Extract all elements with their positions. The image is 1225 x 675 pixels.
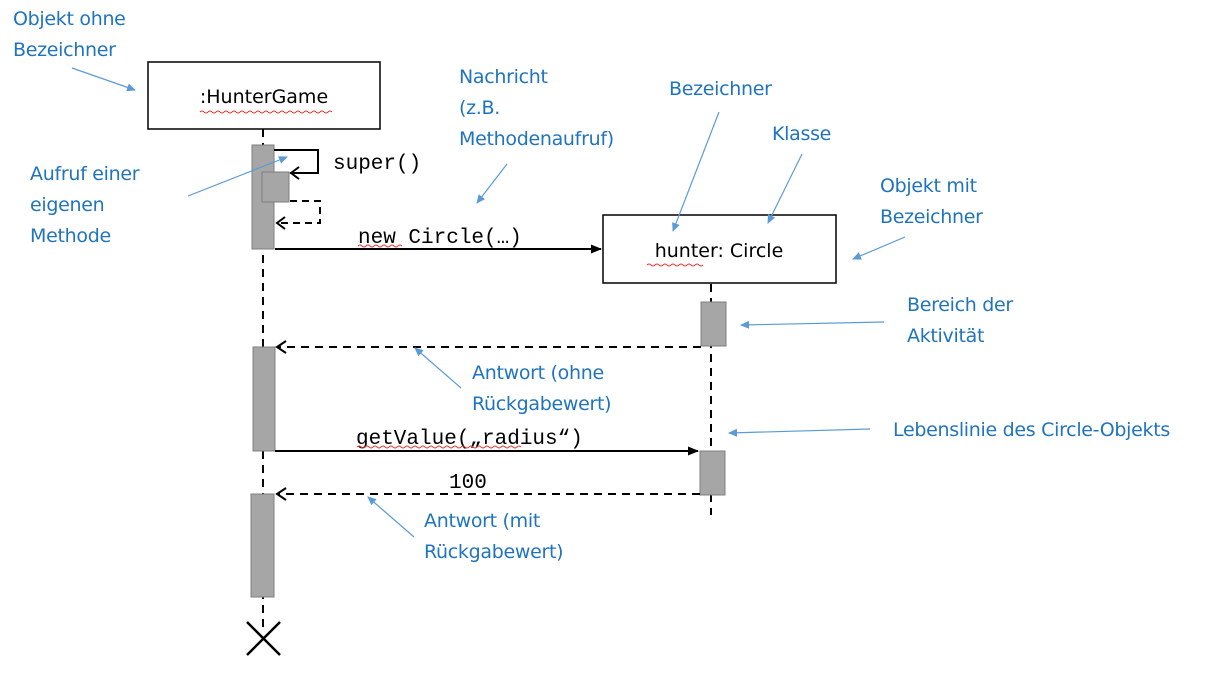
annotation-lebenslinie: Lebenslinie des Circle-Objekts <box>893 419 1171 441</box>
annotation-arrow <box>767 153 803 224</box>
message-new-circle-label: new Circle(…) <box>358 227 522 250</box>
annotation-arrow <box>414 347 462 389</box>
activation-bar <box>700 301 727 347</box>
annotation-arrow <box>367 496 415 538</box>
annotation-antwort-ohne-rueckgabewert: Antwort (ohne Rückgabewert) <box>472 362 612 415</box>
annotation-arrow <box>740 320 885 329</box>
return-arrowhead <box>275 340 287 354</box>
spellcheck-underline <box>356 445 522 449</box>
annotation-arrow <box>728 428 871 437</box>
annotation-objekt-mit-bezeichner: Objekt mit Bezeichner <box>880 175 983 228</box>
object-hunter-circle-label: hunter: Circle <box>655 240 784 262</box>
annotation-aufruf-eigene-methode: Aufruf einer eigenen Methode <box>30 163 140 247</box>
annotation-objekt-ohne-bezeichner: Objekt ohne Bezeichner <box>13 8 126 61</box>
object-huntergame[interactable]: :HunterGame <box>147 61 381 130</box>
activation-bar <box>699 450 726 496</box>
annotation-nachricht: Nachricht (z.B. Methodenaufruf) <box>459 66 614 150</box>
object-huntergame-label: :HunterGame <box>200 86 328 108</box>
message-getvalue-label: getValue(„radius“) <box>356 428 583 451</box>
annotation-arrow <box>672 111 720 232</box>
activation-bar <box>250 493 275 598</box>
annotation-bezeichner: Bezeichner <box>669 78 772 100</box>
return-arrowhead <box>275 487 287 501</box>
annotation-arrow <box>476 163 508 204</box>
destruction-x-icon <box>246 621 281 656</box>
spellcheck-underline <box>199 110 333 114</box>
object-hunter-circle[interactable]: hunter: Circle <box>602 214 837 284</box>
annotation-arrow <box>852 236 906 260</box>
message-return-value-label: 100 <box>449 472 487 495</box>
annotation-arrow <box>187 156 288 197</box>
activation-bar-nested <box>261 171 290 203</box>
spellcheck-underline <box>646 263 704 267</box>
annotation-arrow <box>71 67 136 92</box>
activation-bar <box>252 346 276 452</box>
annotation-antwort-mit-rueckgabewert: Antwort (mit Rückgabewert) <box>424 510 564 563</box>
annotation-klasse: Klasse <box>772 123 832 145</box>
message-super-label: super() <box>333 153 421 176</box>
message-self-call <box>274 149 321 230</box>
annotation-bereich-der-aktivitaet: Bereich der Aktivität <box>907 294 1013 347</box>
spellcheck-underline <box>357 244 403 248</box>
